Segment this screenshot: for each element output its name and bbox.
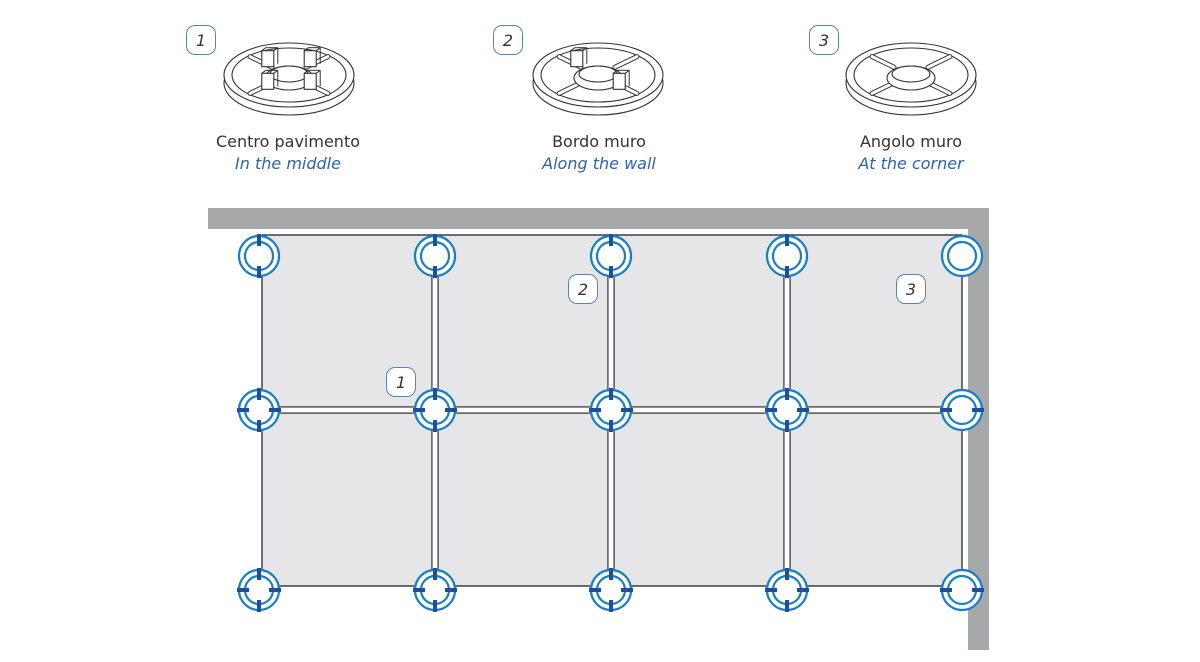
spacer-tab (261, 50, 275, 68)
spacer-tab-edge (261, 47, 267, 52)
pedestal-rib-inner (926, 55, 952, 69)
type-3-label-it: Angolo muro (859, 132, 963, 151)
spacer-tab-edge (303, 69, 309, 74)
tile (613, 234, 785, 408)
plan-pedestal (940, 388, 984, 432)
plan-pedestal (765, 568, 809, 612)
pedestal-rib-inner (613, 55, 639, 69)
plan-callout-3: 3 (896, 274, 926, 304)
spacer-tab (570, 50, 584, 68)
plan-pedestal (237, 234, 281, 278)
plan-pedestal (589, 234, 633, 278)
type-3-number-badge: 3 (809, 25, 839, 55)
pedestal-hole (891, 65, 931, 83)
tile (437, 234, 609, 408)
spacer-tab-edge (303, 47, 309, 52)
pedestal-wall-drawing (532, 42, 664, 116)
spacer-tab (261, 72, 275, 90)
plan-pedestal (940, 234, 984, 278)
pedestal-inner-ring (946, 240, 978, 272)
type-2-label-en: Along the wall (542, 154, 656, 173)
spacer-tab-edge (612, 69, 618, 74)
plan-pedestal (589, 388, 633, 432)
tile (789, 234, 963, 408)
spacer-tab (612, 72, 626, 90)
pedestal-corner-drawing (845, 42, 977, 116)
type-1-label-it: Centro pavimento (215, 132, 361, 151)
tile (789, 412, 963, 587)
pedestal-types-row (223, 42, 977, 116)
spacer-tab (303, 72, 317, 90)
type-2-number-badge: 2 (493, 25, 523, 55)
type-1-number-badge: 1 (186, 25, 216, 55)
pedestal-rim (231, 47, 347, 103)
wall-right (968, 208, 989, 650)
plan-pedestal (589, 568, 633, 612)
plan-pedestal (765, 234, 809, 278)
floor-plan (208, 208, 989, 650)
pedestal-rim (540, 47, 656, 103)
tile (613, 412, 785, 587)
type-2-label-it: Bordo muro (552, 132, 646, 151)
plan-pedestal (237, 388, 281, 432)
plan-pedestal (413, 568, 457, 612)
spacer-tab-edge (261, 69, 267, 74)
plan-pedestal (940, 568, 984, 612)
tile (437, 412, 609, 587)
pedestal-middle-drawing (223, 42, 355, 116)
plan-callout-2: 2 (568, 274, 598, 304)
tile (261, 412, 433, 587)
spacer-tab (303, 50, 317, 68)
pedestal-rim (853, 47, 969, 103)
type-1-label-en: In the middle (235, 154, 341, 173)
plan-pedestal (413, 234, 457, 278)
plan-pedestal (413, 388, 457, 432)
plan-pedestal (237, 568, 281, 612)
plan-callout-1: 1 (386, 367, 416, 397)
pedestal-rib-inner (870, 55, 896, 69)
spacer-tab-edge (570, 47, 576, 52)
plan-pedestal (765, 388, 809, 432)
type-3-label-en: At the corner (858, 154, 964, 173)
wall-top (208, 208, 989, 229)
